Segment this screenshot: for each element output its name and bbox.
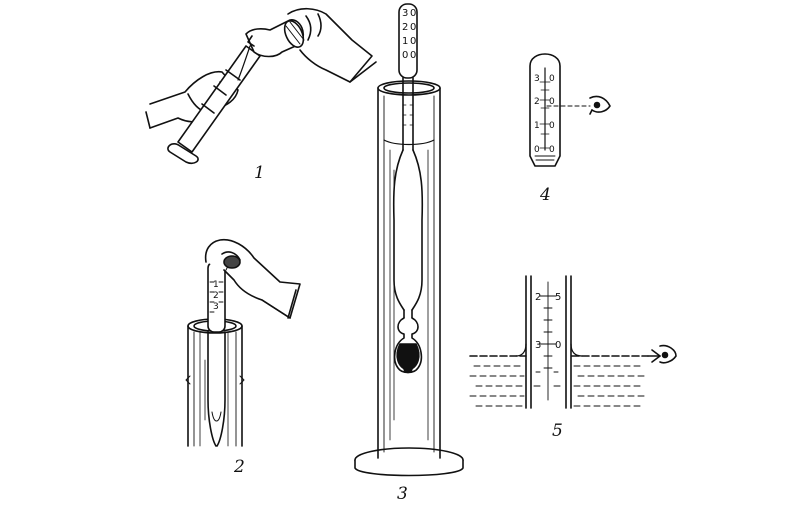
liquid-hatching xyxy=(469,365,647,407)
fig3-left-0: 0 xyxy=(402,50,408,61)
cylinder-2-shading xyxy=(199,331,229,447)
fig4-left-1: 1 xyxy=(534,121,540,131)
fig2-tick-2: 2 xyxy=(213,291,219,301)
figure-3-cylinder: 3 2 1 0 0 0 0 0 3 xyxy=(354,3,464,504)
fig5-left-3: 3 xyxy=(535,340,541,351)
hand-2-cuff xyxy=(261,289,297,319)
figure-5-label: 5 xyxy=(552,421,563,441)
fig5-right-0: 0 xyxy=(555,340,561,351)
figure-2-inserting: 1 2 3 2 xyxy=(185,238,301,477)
figure-1-label: 1 xyxy=(254,163,265,183)
left-cuff xyxy=(145,111,151,129)
fig3-left-1: 1 xyxy=(402,36,408,47)
liquid-surface-3 xyxy=(383,139,435,146)
hydrometer-bulb-ballast xyxy=(396,343,420,371)
fig4-right-0d: 0 xyxy=(549,145,555,155)
meniscus-left xyxy=(515,343,527,357)
figure-4-label: 4 xyxy=(539,185,551,205)
cylinder-2 xyxy=(185,318,245,447)
tilted-cylinder xyxy=(167,45,261,165)
fig3-left-3: 3 xyxy=(402,8,408,19)
figure-5-meniscus: 2 3 5 0 5 xyxy=(469,275,677,441)
figure-3-label: 3 xyxy=(397,484,408,504)
left-hand-icon xyxy=(149,70,239,129)
fig4-left-3: 3 xyxy=(534,74,540,84)
figure-2-label: 2 xyxy=(233,457,245,477)
eye-icon xyxy=(589,95,611,115)
figure-4-reading: 3 2 1 0 0 0 0 0 4 xyxy=(529,53,611,205)
figure-1-pouring: 1 xyxy=(145,7,377,183)
meniscus-right xyxy=(570,343,583,357)
fig3-left-2: 2 xyxy=(402,22,408,33)
bottle-icon xyxy=(245,19,305,58)
fig3-right-0b: 0 xyxy=(410,22,416,33)
fig3-right-0d: 0 xyxy=(410,50,416,61)
fig2-tick-1: 1 xyxy=(213,280,219,290)
hydrometer-3: 3 2 1 0 0 0 0 0 xyxy=(392,3,424,374)
eye-5-icon xyxy=(659,344,677,364)
hydrometer-2: 1 2 3 xyxy=(207,261,226,447)
fig3-right-0c: 0 xyxy=(410,36,416,47)
right-hand-icon xyxy=(287,7,373,83)
fig4-right-0c: 0 xyxy=(549,121,555,131)
fig4-left-0: 0 xyxy=(534,145,540,155)
fingertips-shade xyxy=(223,255,241,269)
fig4-left-2: 2 xyxy=(534,97,540,107)
fig4-right-0a: 0 xyxy=(549,74,555,84)
fig4-right-0b: 0 xyxy=(549,97,555,107)
sight-arrow-5 xyxy=(651,349,661,363)
fig3-right-0a: 0 xyxy=(410,8,416,19)
fig2-tick-3: 3 xyxy=(213,302,219,312)
fig5-left-2: 2 xyxy=(535,292,541,303)
fig5-right-5: 5 xyxy=(555,292,561,303)
right-cuff xyxy=(349,61,377,83)
liquid-stream xyxy=(237,45,251,81)
